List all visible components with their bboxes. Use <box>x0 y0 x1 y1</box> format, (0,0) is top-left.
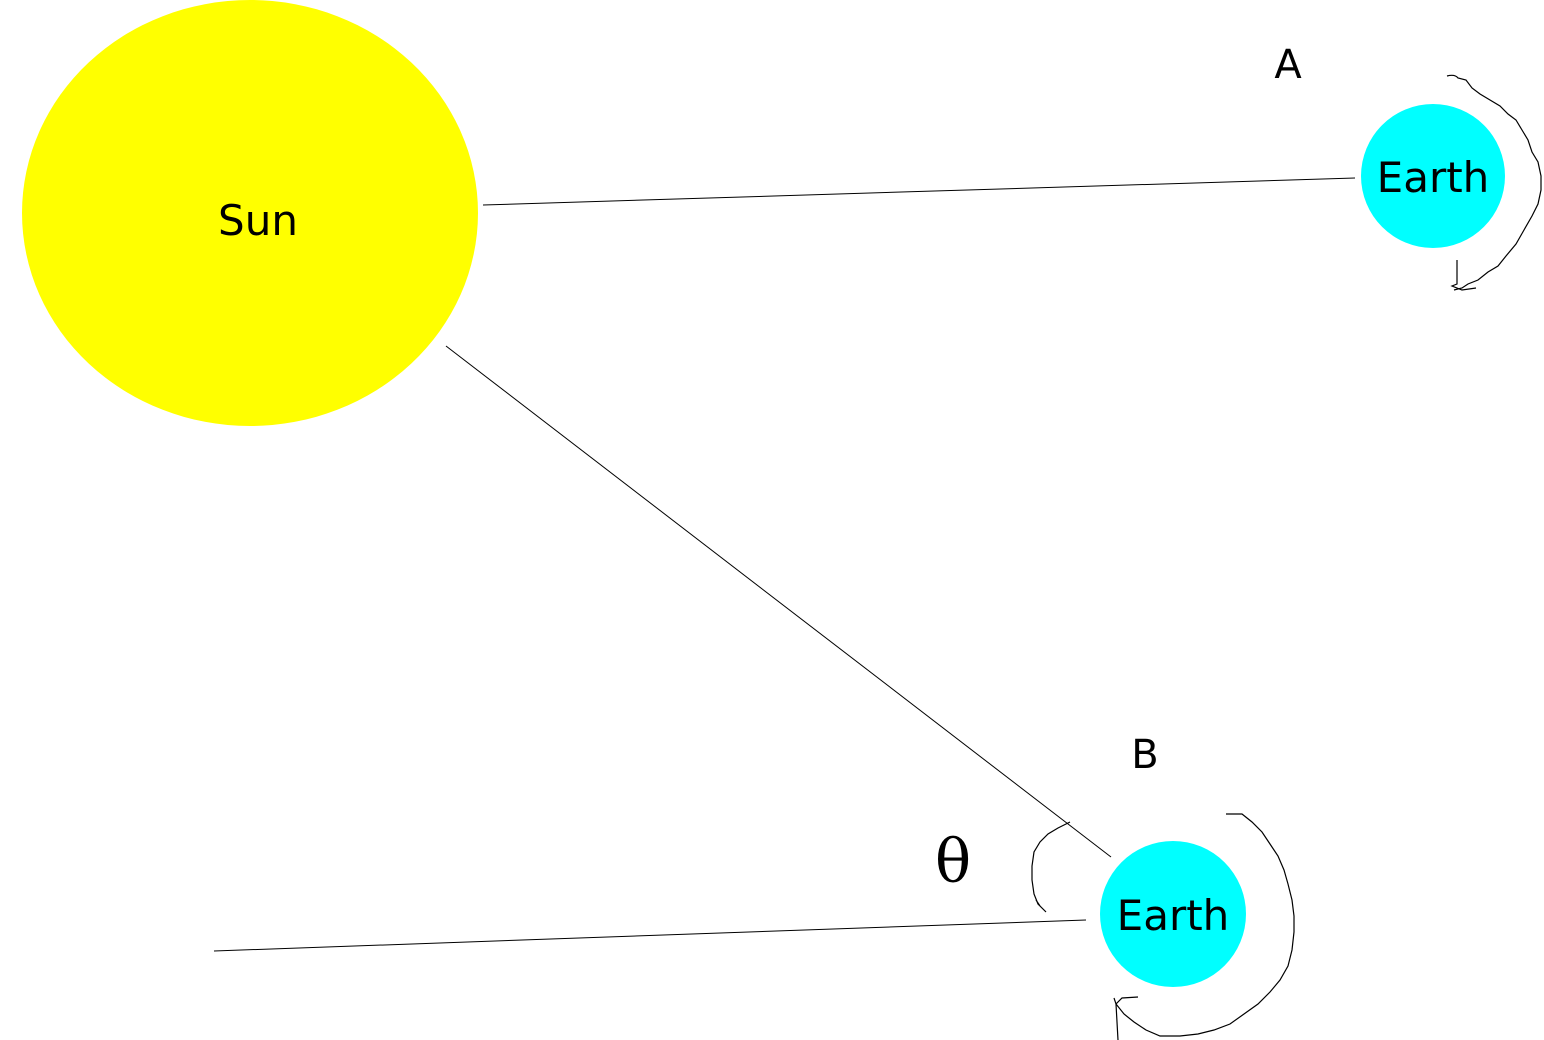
sun-to-earth-b-line <box>445 345 1112 858</box>
earth-b-label: Earth <box>1117 891 1230 940</box>
earth-b-disc <box>1100 841 1246 987</box>
angle-theta-label: θ <box>935 827 971 897</box>
position-a-label: A <box>1274 42 1302 88</box>
sun-label: Sun <box>218 196 298 245</box>
earth-a-label: Earth <box>1377 153 1490 202</box>
rotation-arrow-a-icon <box>1446 74 1542 291</box>
sun-to-earth-a-line <box>482 177 1356 206</box>
earth-b: Earth <box>1100 841 1246 987</box>
earth-a-disc <box>1361 104 1505 248</box>
earth-a: Earth <box>1361 104 1505 248</box>
position-b-label: B <box>1131 732 1158 778</box>
reference-line-to-earth-b <box>213 919 1087 952</box>
rotation-arrow-b-head-icon <box>1115 996 1139 1040</box>
sun: Sun <box>22 0 478 426</box>
angle-arc <box>1031 821 1071 913</box>
sun-disc <box>22 0 478 426</box>
rotation-arrow-a-head-icon <box>1450 260 1477 291</box>
rotation-arrow-b-icon <box>1113 813 1295 1037</box>
